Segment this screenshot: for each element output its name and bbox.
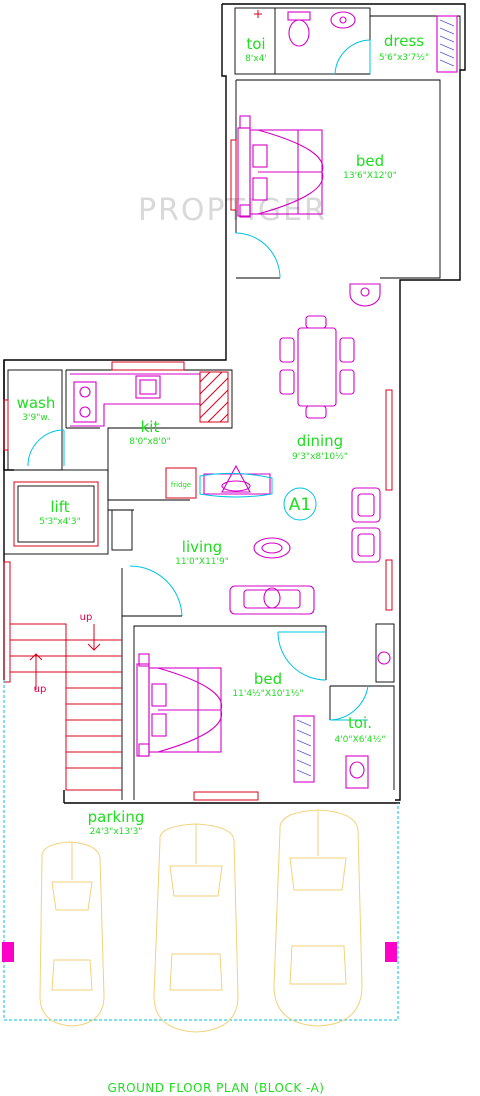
room-toi-top-name: toi — [246, 35, 265, 53]
car-2-icon — [153, 823, 239, 1033]
room-parking-name: parking — [88, 808, 145, 826]
room-kit-name: kit — [141, 418, 160, 436]
room-dining-name: dining — [297, 432, 343, 450]
room-bed-top-dim: 13'6"X12'0" — [343, 171, 397, 181]
room-bed-top-name: bed — [356, 152, 384, 170]
car-3-icon — [273, 809, 363, 1027]
unit-label: A1 — [289, 495, 311, 515]
parking-area — [2, 680, 399, 1033]
room-toi-top-dim: 8'x4' — [245, 54, 267, 64]
room-wash-name: wash — [17, 394, 56, 412]
room-dining-dim: 9'3"x8'10½" — [292, 452, 348, 462]
room-bed-bottom-dim: 11'4½"X10'1½" — [232, 689, 303, 699]
room-toi-bottom-name: toi. — [348, 714, 372, 732]
top-toilet-dress — [234, 7, 461, 75]
plan-caption: GROUND FLOOR PLAN (BLOCK -A) — [108, 1081, 325, 1095]
wash-kitchen — [3, 361, 273, 501]
bottom-toilet — [329, 623, 395, 790]
living-area — [121, 487, 381, 800]
stair-up-label-1: up — [80, 612, 93, 623]
room-living-dim: 11'0"X11'9" — [175, 557, 229, 567]
staircase — [3, 561, 122, 791]
room-parking-dim: 24'3"x13'3" — [90, 827, 143, 837]
room-living-name: living — [182, 538, 222, 556]
room-lift-name: lift — [50, 498, 69, 516]
lift-shaft — [3, 469, 134, 555]
bottom-bedroom — [133, 625, 327, 801]
room-toi-bottom-dim: 4'0"X6'4½" — [334, 735, 385, 745]
room-bed-bottom-name: bed — [254, 670, 282, 688]
top-bedroom — [230, 79, 441, 279]
room-wash-dim: 3'9"w. — [22, 413, 49, 423]
room-dress-name: dress — [384, 32, 424, 50]
stair-up-label-2: up — [34, 684, 47, 695]
dining-area — [279, 283, 393, 611]
outer-walls — [3, 3, 466, 804]
car-1-icon — [39, 841, 105, 1027]
room-lift-dim: 5'3"x4'3" — [39, 517, 80, 527]
fridge-label: fridge — [171, 481, 191, 489]
room-kit-dim: 8'0"x8'0" — [129, 437, 170, 447]
room-dress-dim: 5'6"x3'7½" — [379, 53, 429, 63]
